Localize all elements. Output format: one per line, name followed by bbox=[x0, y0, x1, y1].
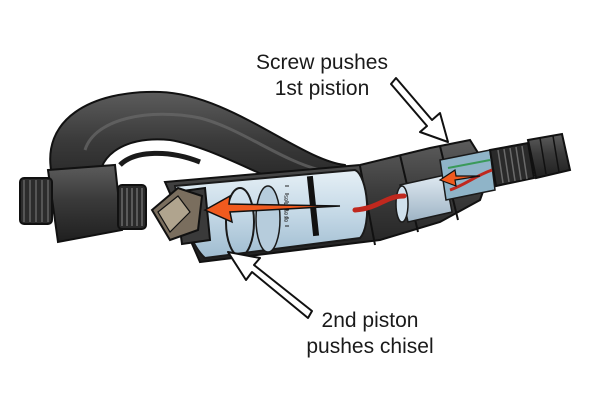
anvil-block bbox=[46, 163, 124, 244]
annotation-line: pushes chisel bbox=[306, 335, 434, 358]
hydraulic-line bbox=[352, 168, 493, 213]
annotation-line: 2nd piston bbox=[321, 309, 419, 332]
annotation-piston-label: 2nd piston pushes chisel bbox=[270, 308, 470, 360]
flow-arrow-icon bbox=[203, 168, 481, 224]
scale-tick: 0S bbox=[284, 195, 290, 201]
scale-tick: 09 bbox=[284, 209, 290, 215]
chisel-tip-icon bbox=[150, 186, 212, 246]
annotation-line: 1st pistion bbox=[274, 77, 370, 100]
pointer-arrow-icon bbox=[227, 251, 313, 319]
screw-thread-icon bbox=[19, 177, 53, 225]
pointer-arrow-icon bbox=[390, 77, 449, 143]
annotation-screw-label: Screw pushes 1st pistion bbox=[222, 50, 422, 102]
annotation-line: Screw pushes bbox=[256, 51, 388, 74]
adjusting-screw-icon bbox=[488, 132, 572, 188]
knurled-knob-icon bbox=[117, 184, 147, 230]
scale-tick: 08 bbox=[284, 216, 290, 222]
